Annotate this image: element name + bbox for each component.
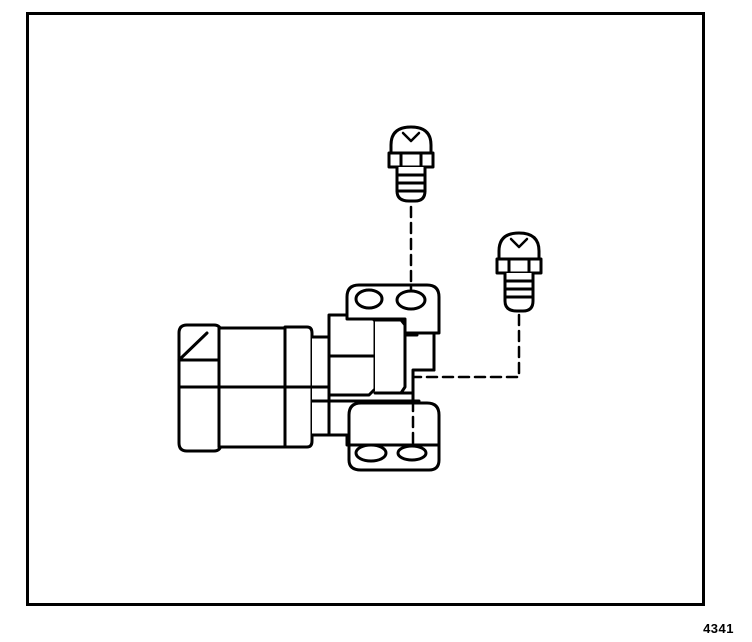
right-bolt-alignment-line: [411, 313, 521, 447]
bracket-hole-left: [354, 288, 384, 310]
figure-frame: [26, 12, 705, 606]
bracket-hole-lower-left: [354, 443, 388, 463]
figure-number: 4341: [703, 621, 734, 636]
alignment-lines: [409, 205, 521, 447]
bolt-right: [495, 231, 543, 313]
pipe-fitting: [177, 323, 421, 453]
mounting-bracket: [345, 283, 441, 472]
bolt-upper: [387, 125, 435, 203]
exploded-view-diagram: [177, 125, 543, 472]
hex-nut: [327, 313, 419, 397]
bracket-hole-lower: [396, 444, 428, 462]
